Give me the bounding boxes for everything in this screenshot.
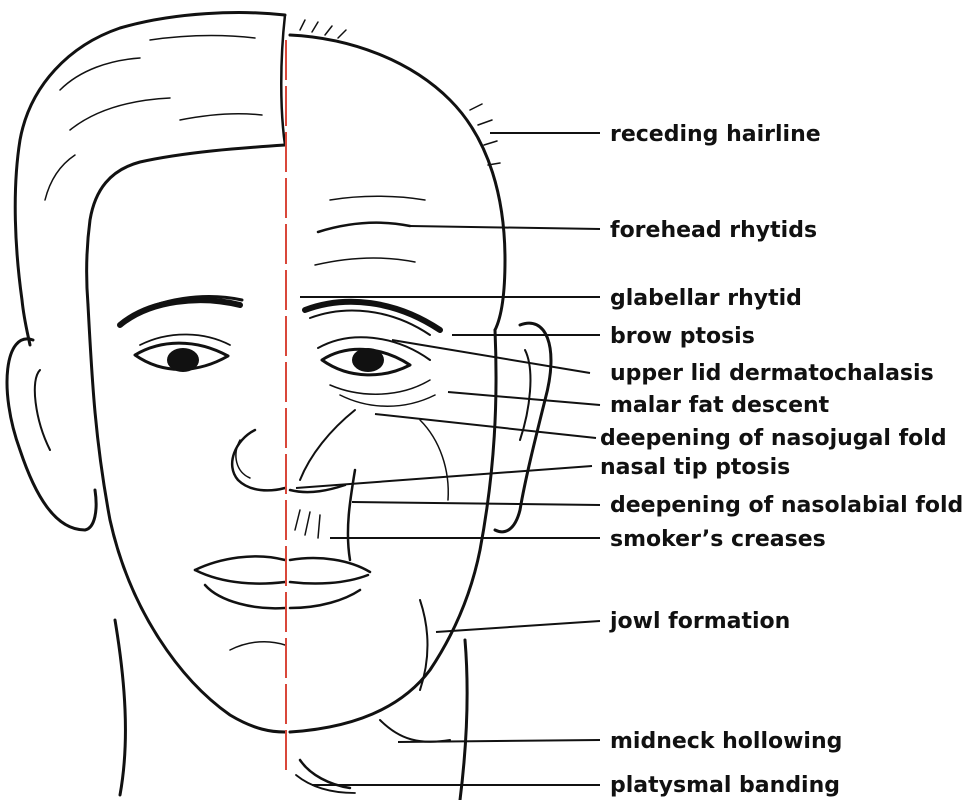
leader-deepening-of-nasolabial-fold <box>352 502 600 505</box>
leader-jowl-formation <box>436 621 600 632</box>
young-neck <box>115 620 125 795</box>
platysma-band <box>300 760 350 788</box>
young-nose <box>232 430 285 490</box>
nasojugal-fold <box>300 410 355 480</box>
young-hairline <box>87 145 285 305</box>
aged-half-face <box>290 20 551 800</box>
midneck-hollow <box>380 720 450 742</box>
young-hair-outline <box>15 13 285 345</box>
leader-malar-fat-descent <box>448 392 600 405</box>
leader-nasal-tip-ptosis <box>296 466 592 488</box>
aged-eyebrow <box>305 302 440 330</box>
young-lower-lip <box>205 585 285 608</box>
label-receding-hairline: receding hairline <box>610 122 821 147</box>
label-deepening-of-nasojugal-fold: deepening of nasojugal fold <box>600 426 947 451</box>
forehead-lines <box>318 223 410 232</box>
young-half-face <box>7 13 285 795</box>
label-jowl-formation: jowl formation <box>609 609 790 634</box>
young-upper-lip <box>195 556 285 570</box>
labels: receding hairline forehead rhytids glabe… <box>600 122 963 798</box>
leader-deepening-of-nasojugal-fold <box>375 414 596 438</box>
label-nasal-tip-ptosis: nasal tip ptosis <box>600 455 790 480</box>
leader-lines <box>296 133 600 785</box>
label-brow-ptosis: brow ptosis <box>610 324 755 349</box>
aged-upper-lip <box>290 558 370 572</box>
leader-midneck-hollowing <box>398 740 600 742</box>
label-smokers-creases: smoker’s creases <box>610 527 826 552</box>
label-deepening-of-nasolabial-fold: deepening of nasolabial fold <box>610 493 963 518</box>
aged-lower-lip <box>290 590 360 608</box>
aged-jaw <box>290 330 496 732</box>
label-glabellar-rhytid: glabellar rhytid <box>610 286 802 311</box>
label-upper-lid-dermatochalasis: upper lid dermatochalasis <box>610 361 934 386</box>
label-midneck-hollowing: midneck hollowing <box>610 729 842 754</box>
leader-upper-lid-dermatochalasis <box>392 340 590 373</box>
label-platysmal-banding: platysmal banding <box>610 773 840 798</box>
aged-scalp <box>290 35 505 330</box>
young-ear <box>7 339 96 530</box>
label-malar-fat-descent: malar fat descent <box>610 393 830 418</box>
aged-neck <box>460 640 467 800</box>
label-forehead-rhytids: forehead rhytids <box>610 218 817 243</box>
